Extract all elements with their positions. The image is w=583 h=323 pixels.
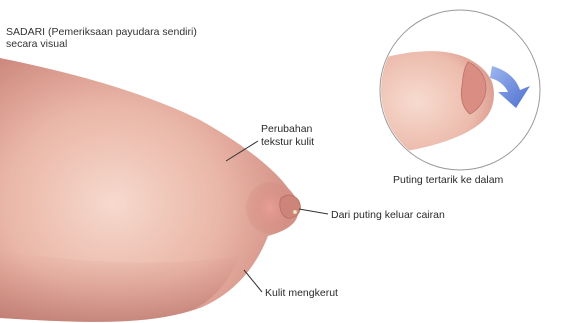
- title-line-2: secara visual: [6, 38, 67, 50]
- label-nipple-retracted: Puting tertarik ke dalam: [393, 174, 504, 186]
- nipple: [280, 195, 301, 218]
- label-texture-line-1: Perubahan: [261, 123, 313, 135]
- label-texture-line-2: tekstur kulit: [261, 136, 314, 148]
- leader-wrinkled-skin: [244, 270, 262, 292]
- title-line-1: SADARI (Pemeriksaan payudara sendiri): [6, 26, 197, 38]
- label-discharge: Dari puting keluar cairan: [331, 209, 445, 221]
- breast-illustration: [0, 58, 300, 322]
- label-wrinkled-skin: Kulit mengkerut: [265, 287, 338, 299]
- inset-retracted-nipple: [375, 10, 540, 170]
- leader-discharge: [299, 209, 328, 214]
- discharge-droplet: [293, 210, 297, 214]
